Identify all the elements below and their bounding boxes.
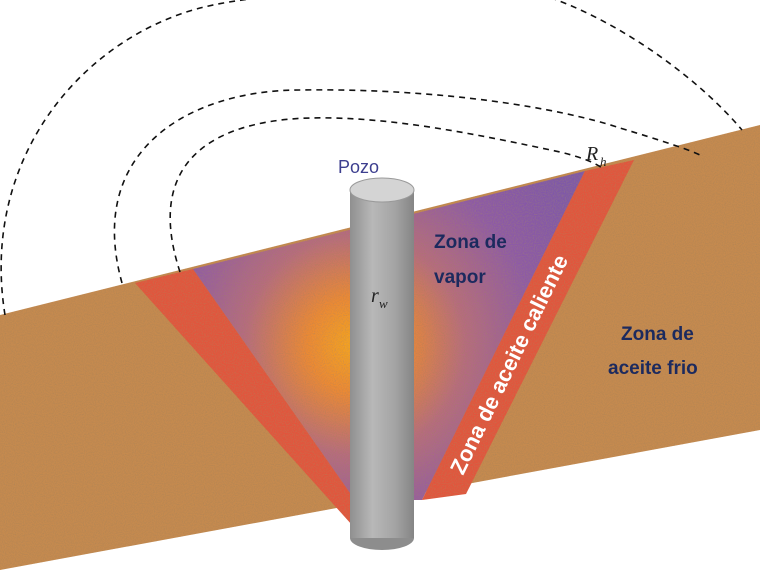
steam-zone-label-line1: Zona de <box>434 232 507 253</box>
hot-oil-band-right <box>422 160 634 500</box>
heated-radius-label: R h <box>585 143 607 169</box>
well-pipe <box>349 177 415 550</box>
cold-oil-zone-label-line1: Zona de <box>621 324 694 345</box>
svg-text:R: R <box>585 143 598 165</box>
cold-oil-zone-label-line2: aceite frio <box>608 358 698 379</box>
heated-front-middle <box>113 89 701 284</box>
svg-text:r: r <box>371 285 379 307</box>
well-label: Pozo <box>338 157 379 177</box>
steam-zone-label-line2: vapor <box>434 267 486 288</box>
heated-front-inner <box>169 117 605 273</box>
hot-oil-band-left <box>135 269 355 525</box>
well-radius-label: r w <box>371 285 388 311</box>
heated-front-outer <box>0 0 743 316</box>
svg-text:w: w <box>379 296 388 311</box>
svg-text:h: h <box>600 154 607 169</box>
